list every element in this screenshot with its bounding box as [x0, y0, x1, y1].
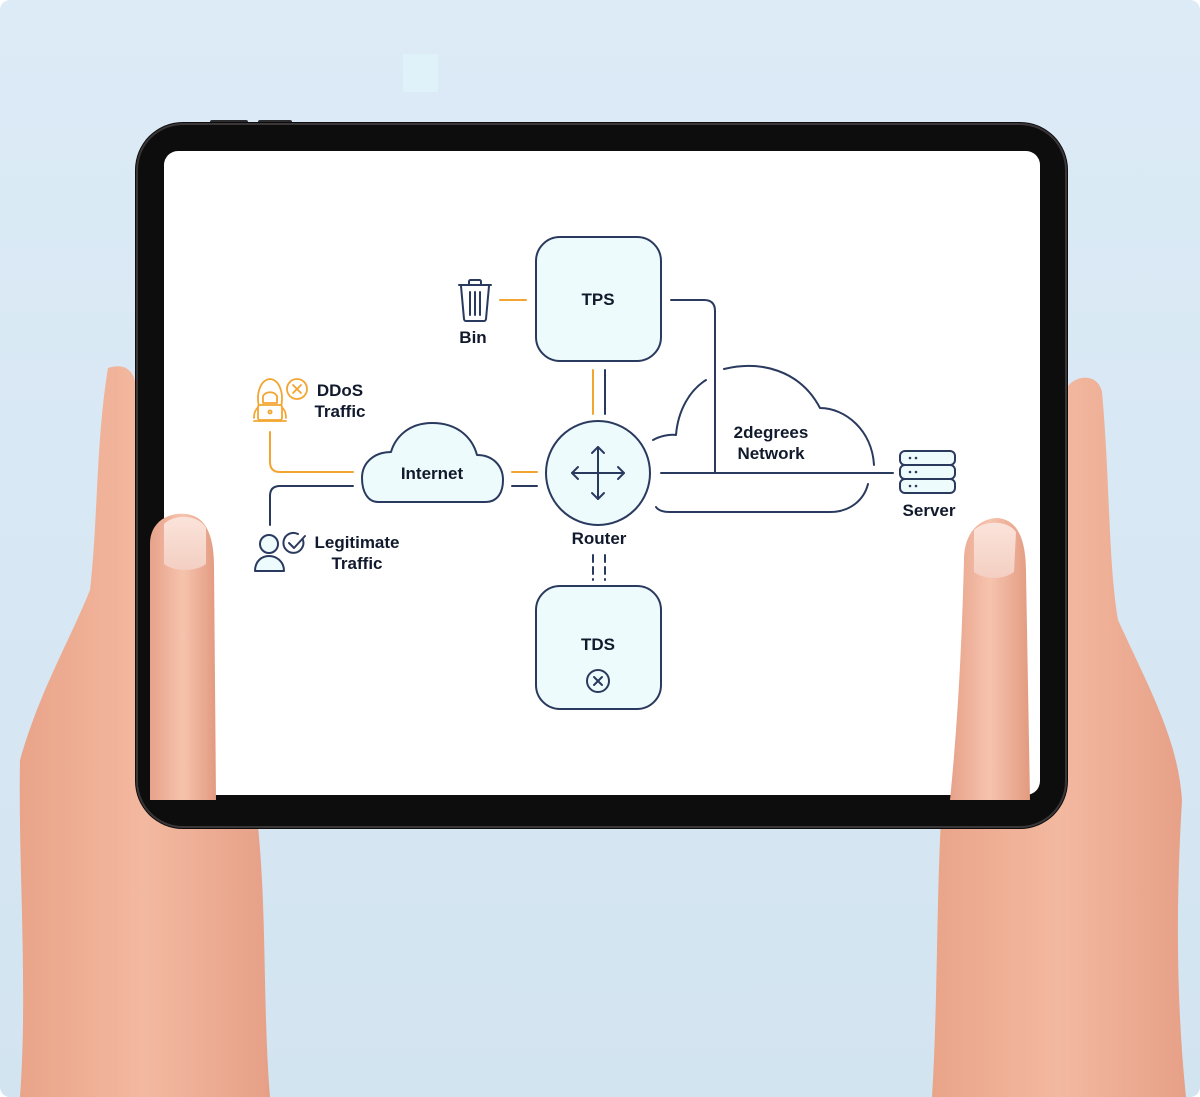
tps-label: TPS [581, 290, 615, 309]
legit-label-line2: Traffic [331, 554, 383, 573]
left-thumb [150, 513, 216, 800]
bin-label: Bin [459, 328, 487, 347]
move-arrows-icon [571, 446, 625, 500]
check-circle-icon [282, 531, 306, 554]
user-icon [254, 534, 285, 572]
close-circle-icon [586, 669, 610, 693]
x-circle-icon [286, 378, 308, 400]
server-icon [899, 450, 956, 494]
left-thumbnail [164, 516, 206, 570]
tps-node [535, 236, 662, 362]
tds-label: TDS [581, 635, 615, 654]
network-cloud [652, 364, 875, 513]
tps-network-link [670, 299, 716, 474]
right-thumbnail [974, 522, 1016, 578]
network-label-line2: Network [737, 444, 805, 463]
thumbs [150, 513, 1030, 800]
right-thumb [950, 518, 1030, 800]
ddos-label-line2: Traffic [314, 402, 366, 421]
legit-internet-link [269, 485, 354, 526]
legit-label-line1: Legitimate [314, 533, 400, 552]
server-label: Server [902, 501, 956, 520]
internet-cloud [361, 422, 504, 503]
decorative-square [403, 54, 438, 92]
internet-label: Internet [400, 464, 464, 483]
tds-node [535, 585, 662, 710]
server-led-dots [908, 456, 918, 488]
router-label: Router [571, 529, 627, 548]
ddos-internet-link [269, 431, 354, 473]
hacker-icon [253, 378, 287, 422]
trash-bin-icon [458, 279, 492, 322]
network-label-line1: 2degrees [733, 423, 809, 442]
ddos-label-line1: DDoS [316, 381, 364, 400]
